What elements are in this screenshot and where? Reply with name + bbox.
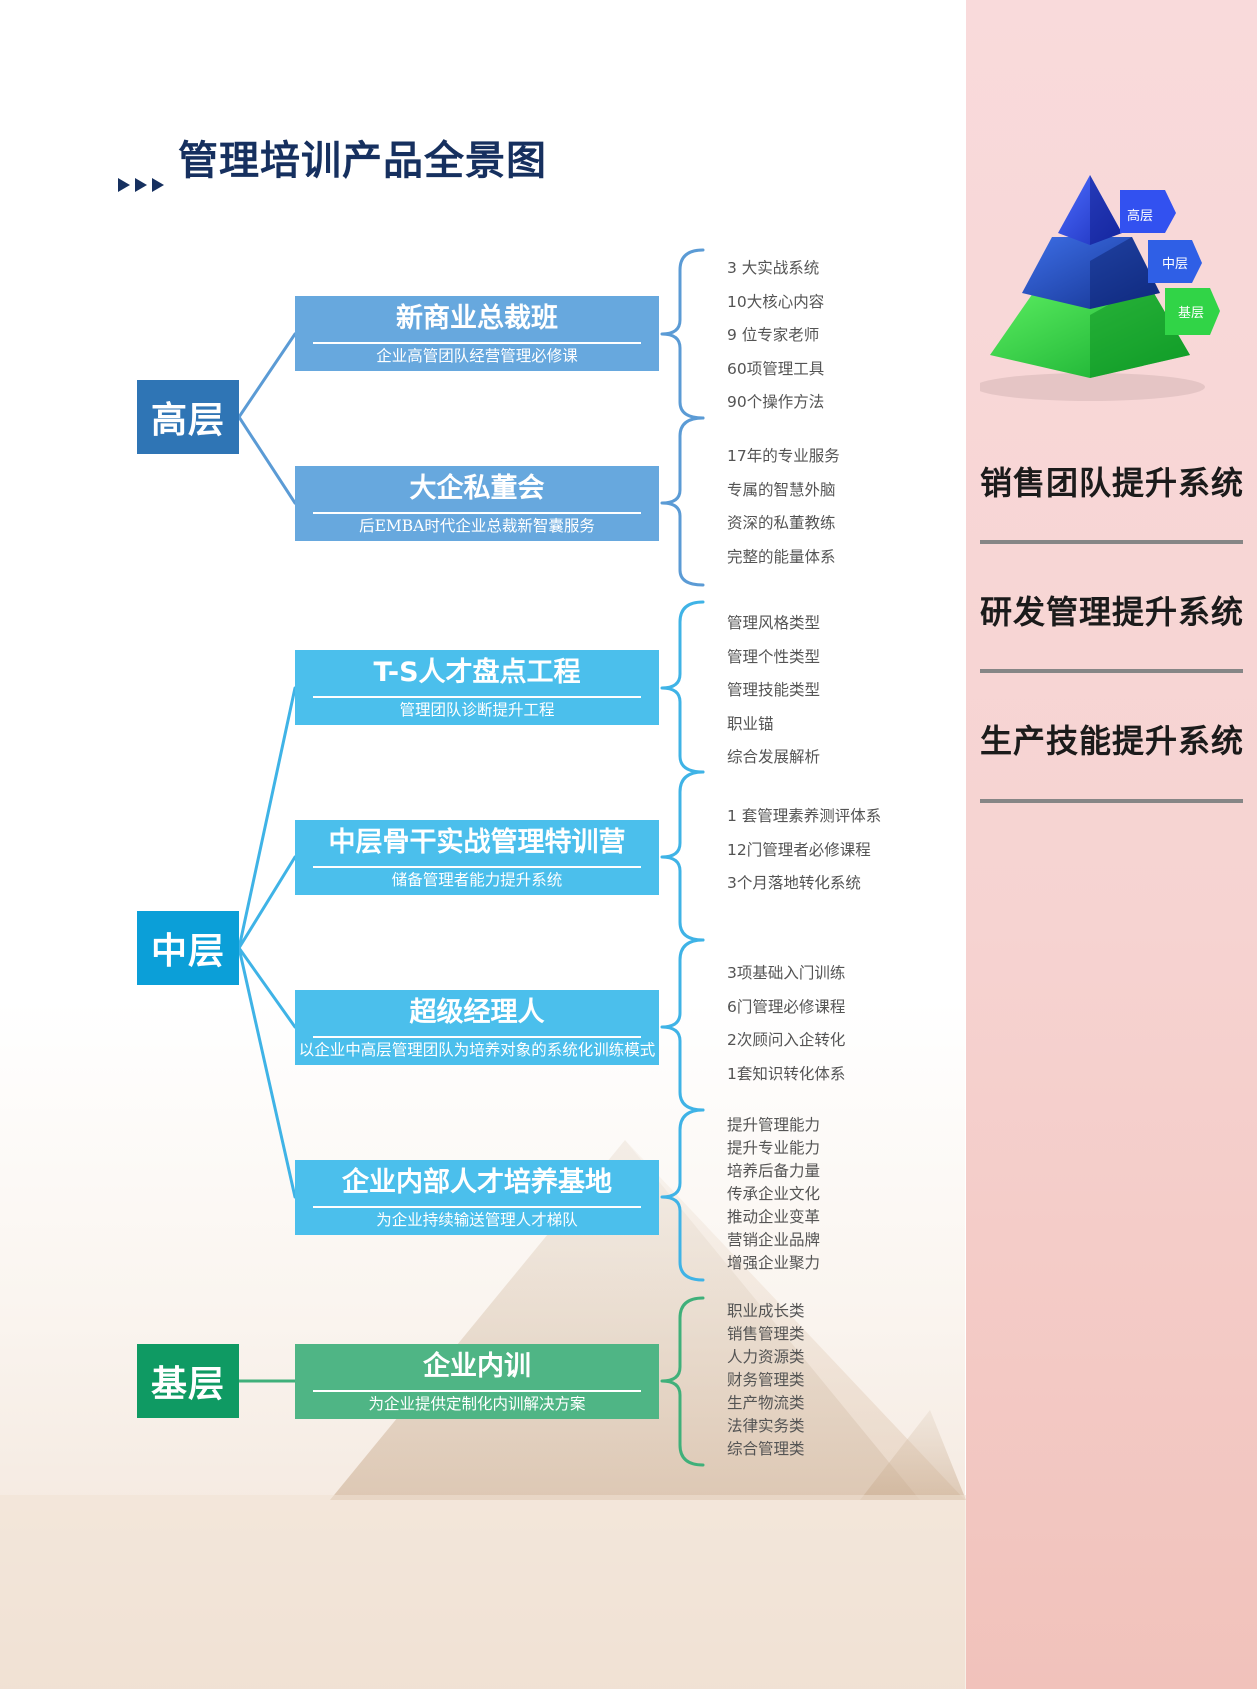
- product-name: T-S人才盘点工程: [373, 657, 581, 688]
- list-item: 推动企业变革: [727, 1208, 821, 1226]
- product-divider: [313, 1390, 641, 1392]
- list-item: 销售管理类: [727, 1325, 805, 1343]
- list-item: 提升专业能力: [727, 1139, 821, 1157]
- list-item: 培养后备力量: [727, 1162, 821, 1180]
- product-divider: [313, 866, 641, 868]
- product-divider: [313, 1206, 641, 1208]
- level-badge-base: 基层: [137, 1344, 239, 1418]
- page-title: 管理培训产品全景图: [178, 138, 547, 184]
- product-subtitle: 为企业持续输送管理人才梯队: [376, 1211, 578, 1229]
- list-item: 10大核心内容: [727, 292, 825, 311]
- list-item: 生产物流类: [727, 1394, 805, 1412]
- list-item: 传承企业文化: [727, 1185, 821, 1203]
- list-item: 职业锚: [727, 714, 774, 733]
- list-item: 管理技能类型: [727, 681, 821, 699]
- system-divider: [980, 540, 1243, 544]
- list-item: 提升管理能力: [727, 1116, 821, 1134]
- product-items-list: 3项基础入门训练 6门管理必修课程 2次顾问入企转化 1套知识转化体系: [727, 957, 845, 1091]
- level-badge-high: 高层: [137, 380, 239, 454]
- list-item: 综合管理类: [727, 1440, 805, 1458]
- product-items-list: 17年的专业服务 专属的智慧外脑 资深的私董教练 完整的能量体系: [727, 440, 840, 574]
- system-item-rnd: 研发管理提升系统: [980, 593, 1245, 631]
- product-subtitle: 以企业中高层管理团队为培养对象的系统化训练模式: [298, 1041, 656, 1059]
- product-items-list: 3 大实战系统 10大核心内容 9 位专家老师 60项管理工具 90个操作方法: [727, 252, 824, 420]
- list-item: 3个月落地转化系统: [727, 874, 861, 892]
- product-card-private-board[interactable]: 大企私董会 后EMBA时代企业总裁新智囊服务: [295, 466, 659, 541]
- product-card-in-house-training[interactable]: 企业内训 为企业提供定制化内训解决方案: [295, 1344, 659, 1419]
- list-item: 1套知识转化体系: [727, 1064, 846, 1083]
- product-name: 大企私董会: [409, 473, 545, 504]
- product-name: 企业内训: [423, 1351, 531, 1382]
- product-subtitle: 管理团队诊断提升工程: [399, 701, 555, 719]
- list-item: 17年的专业服务: [727, 447, 840, 465]
- product-name: 中层骨干实战管理特训营: [328, 827, 626, 858]
- pyramid-label-high: 高层: [1127, 208, 1153, 224]
- product-subtitle: 后EMBA时代企业总裁新智囊服务: [359, 517, 595, 535]
- product-divider: [313, 342, 641, 344]
- list-item: 人力资源类: [727, 1348, 805, 1366]
- product-items-list: 职业成长类 销售管理类 人力资源类 财务管理类 生产物流类 法律实务类 综合管理…: [727, 1300, 805, 1461]
- list-item: 管理个性类型: [727, 647, 821, 666]
- list-item: 60项管理工具: [727, 359, 825, 378]
- system-item-production: 生产技能提升系统: [980, 722, 1245, 760]
- pyramid-label-mid: 中层: [1162, 257, 1188, 272]
- list-item: 综合发展解析: [727, 748, 821, 766]
- product-name: 企业内部人才培养基地: [342, 1167, 612, 1198]
- list-item: 增强企业聚力: [727, 1254, 821, 1272]
- system-divider: [980, 669, 1243, 673]
- product-card-talent-review[interactable]: T-S人才盘点工程 管理团队诊断提升工程: [295, 650, 659, 725]
- list-item: 职业成长类: [727, 1302, 805, 1320]
- list-item: 法律实务类: [727, 1417, 805, 1435]
- product-divider: [313, 512, 641, 514]
- product-card-middle-manager-camp[interactable]: 中层骨干实战管理特训营 储备管理者能力提升系统: [295, 820, 659, 895]
- system-item-sales: 销售团队提升系统: [980, 464, 1245, 502]
- pyramid-background-image: [0, 1140, 966, 1689]
- level-badge-middle: 中层: [137, 911, 239, 985]
- list-item: 财务管理类: [727, 1371, 805, 1389]
- triple-arrow-icon: [118, 178, 164, 192]
- product-items-list: 管理风格类型 管理个性类型 管理技能类型 职业锚 综合发展解析: [727, 607, 820, 775]
- product-subtitle: 企业高管团队经营管理必修课: [376, 347, 578, 365]
- product-card-new-business-president[interactable]: 新商业总裁班 企业高管团队经营管理必修课: [295, 296, 659, 371]
- list-item: 9 位专家老师: [727, 326, 820, 344]
- list-item: 完整的能量体系: [727, 547, 836, 566]
- level-pyramid-graphic: 高层 中层 基层: [980, 175, 1220, 401]
- list-item: 3项基础入门训练: [727, 964, 846, 982]
- list-item: 专属的智慧外脑: [727, 480, 836, 499]
- product-name: 超级经理人: [409, 997, 545, 1028]
- product-card-super-manager[interactable]: 超级经理人 以企业中高层管理团队为培养对象的系统化训练模式: [295, 990, 659, 1065]
- connector-lines: [237, 248, 705, 1467]
- list-item: 3 大实战系统: [727, 259, 820, 277]
- product-divider: [313, 1036, 641, 1038]
- list-item: 90个操作方法: [727, 393, 825, 411]
- list-item: 管理风格类型: [727, 614, 821, 632]
- list-item: 6门管理必修课程: [727, 997, 846, 1016]
- list-item: 1 套管理素养测评体系: [727, 807, 882, 825]
- list-item: 营销企业品牌: [727, 1231, 821, 1249]
- pyramid-label-base: 基层: [1178, 306, 1204, 321]
- product-card-talent-base[interactable]: 企业内部人才培养基地 为企业持续输送管理人才梯队: [295, 1160, 659, 1235]
- list-item: 12门管理者必修课程: [727, 840, 871, 859]
- system-divider: [980, 799, 1243, 803]
- list-item: 2次顾问入企转化: [727, 1031, 846, 1049]
- product-name: 新商业总裁班: [396, 303, 558, 334]
- product-divider: [313, 696, 641, 698]
- product-items-list: 提升管理能力 提升专业能力 培养后备力量 传承企业文化 推动企业变革 营销企业品…: [727, 1114, 820, 1275]
- product-items-list: 1 套管理素养测评体系 12门管理者必修课程 3个月落地转化系统: [727, 800, 881, 901]
- list-item: 资深的私董教练: [727, 514, 836, 532]
- product-subtitle: 为企业提供定制化内训解决方案: [368, 1395, 586, 1413]
- product-subtitle: 储备管理者能力提升系统: [391, 871, 563, 889]
